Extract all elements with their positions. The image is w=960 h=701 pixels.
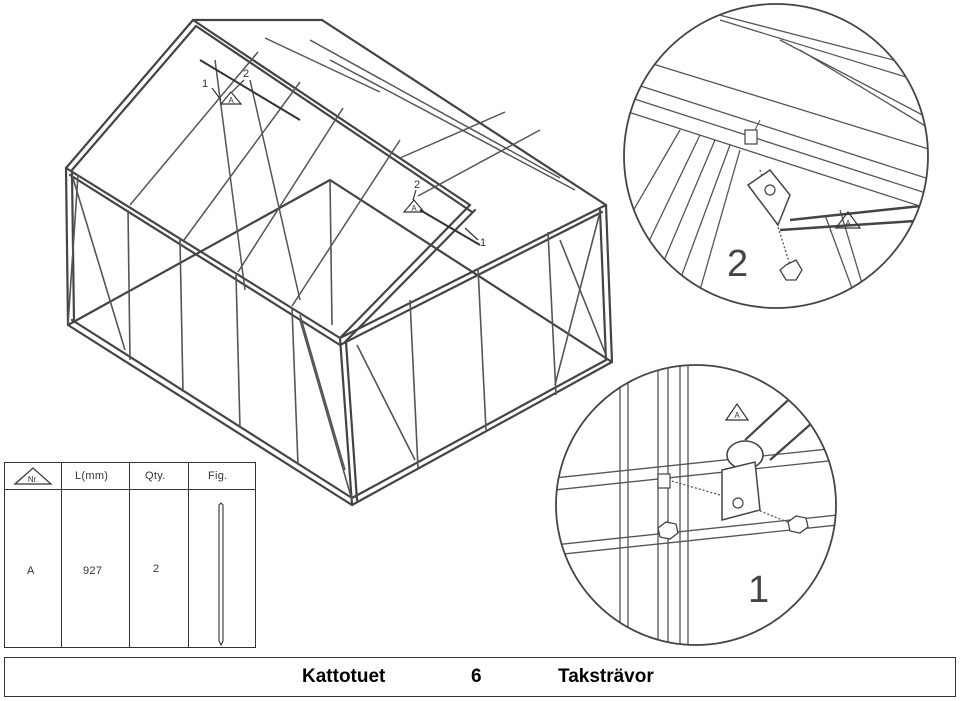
- header-length: L(mm): [75, 470, 109, 482]
- row-a-qty: 2: [153, 563, 160, 575]
- table-divider: [61, 463, 62, 647]
- detail2-step-number: 2: [727, 243, 748, 285]
- callout-a-top: A: [228, 96, 234, 105]
- parts-table: Nr. L(mm) Qty. Fig. A 927 2: [4, 462, 256, 648]
- header-qty: Qty.: [145, 470, 166, 482]
- detail1-part-label: A: [734, 411, 740, 420]
- callout-1-mid: 1: [480, 237, 486, 249]
- callout-2-mid: 2: [414, 179, 420, 191]
- header-nr: Nr.: [28, 475, 38, 484]
- table-divider: [129, 463, 130, 647]
- parts-table-header: [5, 463, 255, 490]
- callout-a-mid: A: [411, 204, 417, 213]
- row-a-length: 927: [83, 565, 103, 577]
- row-a-nr: A: [27, 565, 35, 577]
- detail-view-1: A 1: [555, 364, 837, 646]
- table-divider: [188, 463, 189, 647]
- detail1-step-number: 1: [748, 569, 769, 611]
- step-title-bar: Kattotuet 6 Taksträvor: [4, 657, 956, 697]
- detail-view-2: A 2: [623, 3, 929, 309]
- callout-1-top: 1: [202, 78, 208, 90]
- title-finnish: Kattotuet: [302, 666, 386, 687]
- step-number: 6: [471, 666, 482, 687]
- title-swedish: Taksträvor: [558, 666, 654, 687]
- strut-figure-icon: [218, 502, 224, 647]
- header-fig: Fig.: [208, 470, 228, 482]
- greenhouse-frame-drawing: 1 2 2 1 A A: [64, 18, 614, 507]
- detail2-part-label: A: [845, 219, 851, 228]
- callout-2-top: 2: [243, 68, 249, 80]
- nr-badge-icon: Nr.: [13, 467, 53, 485]
